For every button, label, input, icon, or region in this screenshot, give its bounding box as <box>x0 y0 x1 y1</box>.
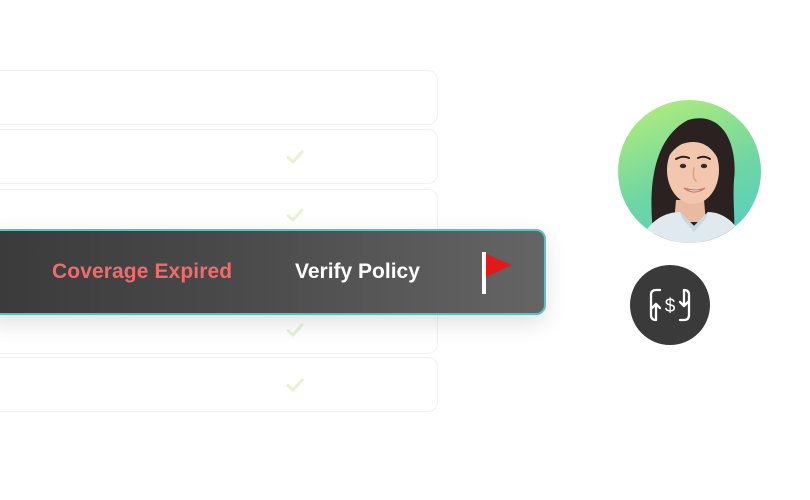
check-icon <box>286 208 304 222</box>
list-row <box>0 129 438 184</box>
person-photo <box>640 118 744 243</box>
avatar <box>618 100 761 243</box>
check-icon <box>286 378 304 391</box>
currency-exchange-button[interactable]: $ <box>630 265 710 345</box>
coverage-status-text: Coverage Expired <box>52 260 233 283</box>
currency-exchange-icon: $ <box>649 288 691 322</box>
check-icon <box>286 323 304 337</box>
flag-icon[interactable] <box>480 250 516 296</box>
coverage-status-row[interactable]: Coverage Expired Verify Policy <box>0 229 546 315</box>
svg-text:$: $ <box>665 296 676 317</box>
list-row <box>0 70 438 125</box>
list-row <box>0 357 438 412</box>
verify-policy-action[interactable]: Verify Policy <box>295 260 420 283</box>
check-icon <box>286 150 304 163</box>
